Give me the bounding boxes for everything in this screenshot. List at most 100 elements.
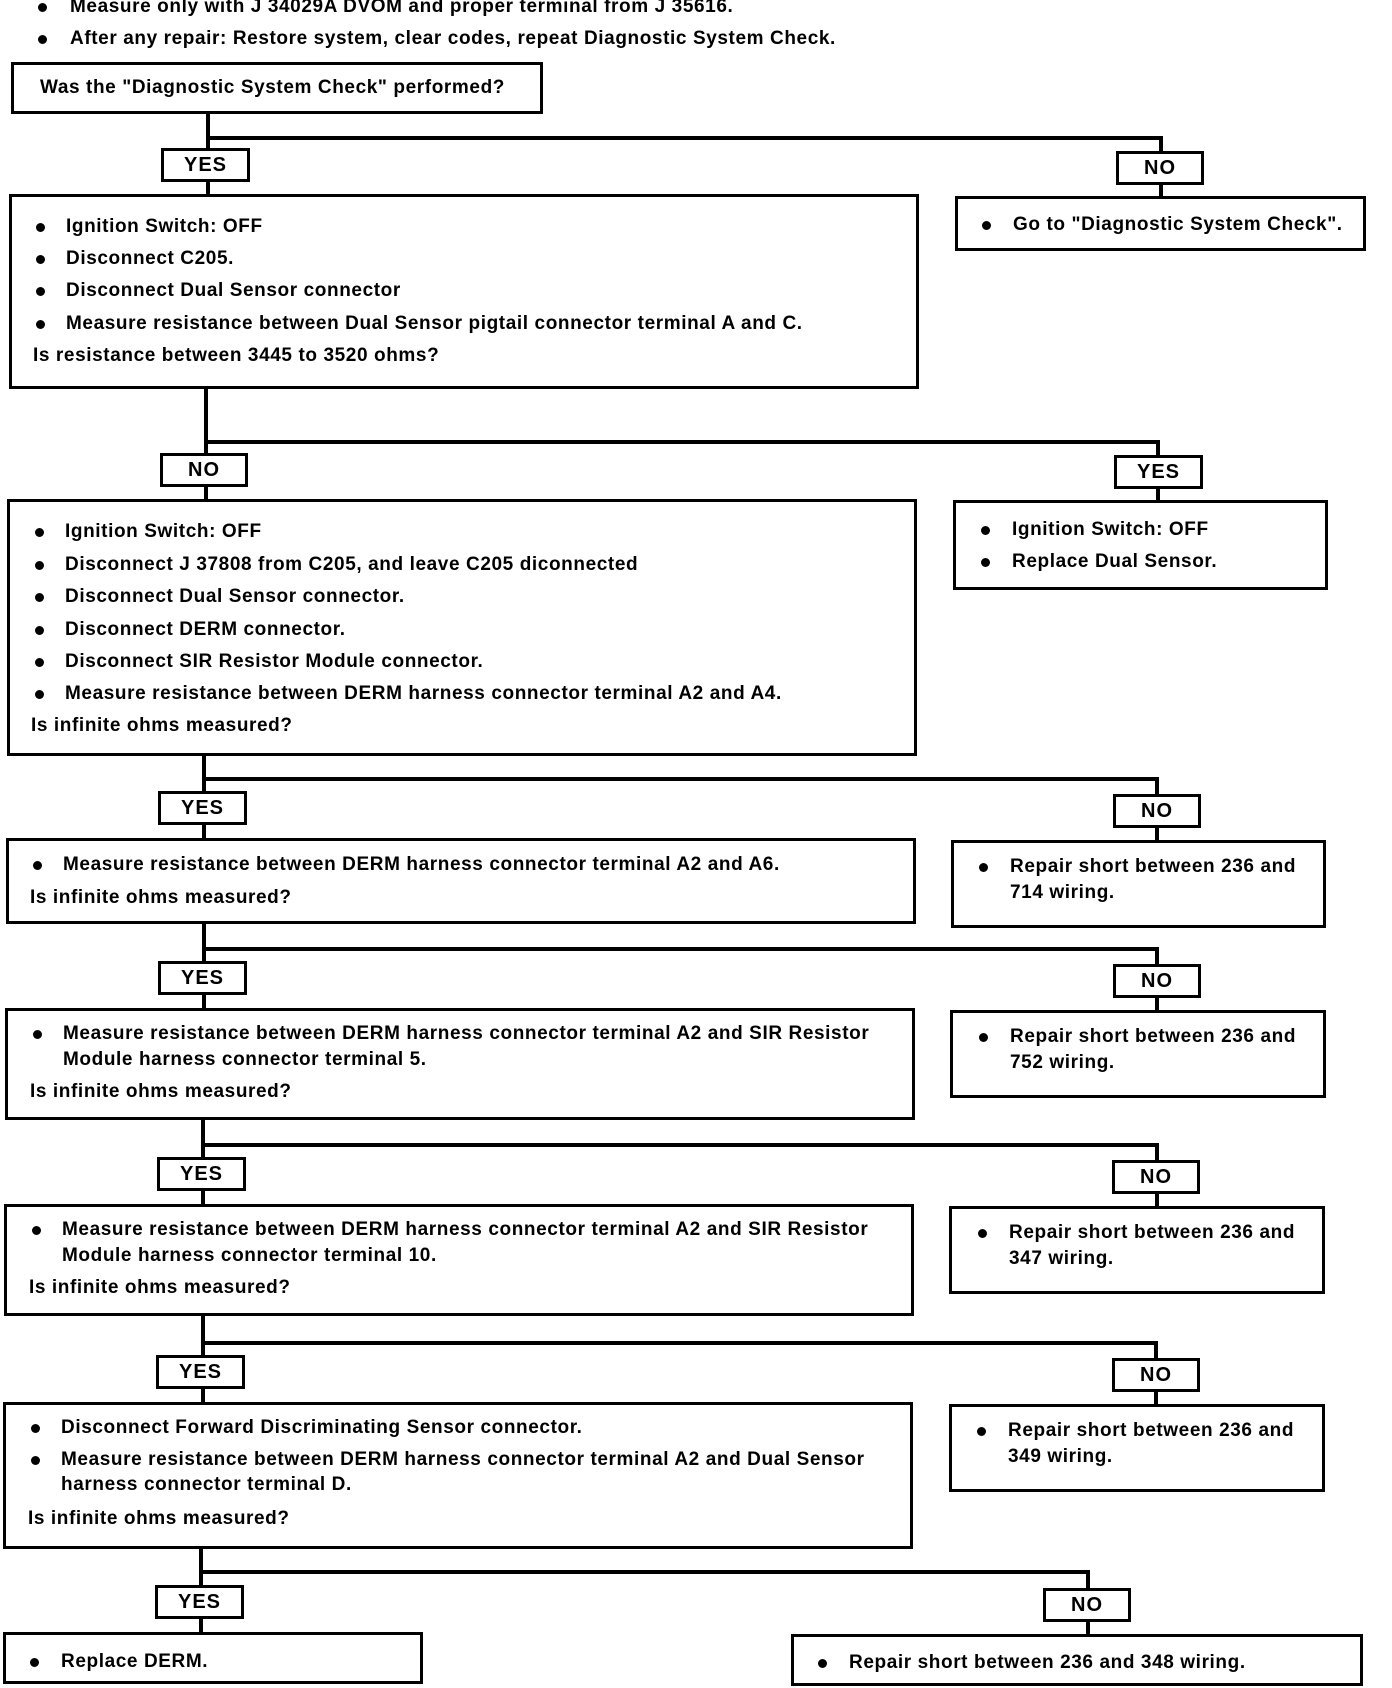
step-3-side-text: Repair short between 236 and: [1010, 856, 1297, 877]
step-5-side-bullet: [978, 1229, 987, 1238]
connector: [1086, 1621, 1090, 1635]
connector: [202, 824, 206, 840]
step-6-box: [3, 1402, 913, 1549]
connector: [201, 1315, 205, 1359]
note-2: After any repair: Restore system, clear …: [70, 28, 836, 49]
connector: [201, 1119, 205, 1161]
final-yes-text: Replace DERM.: [61, 1651, 209, 1672]
connector: [1159, 136, 1163, 153]
connector: [1086, 1570, 1090, 1592]
note-1: Measure only with J 34029A DVOM and prop…: [70, 0, 734, 17]
step-1-side-box: [955, 196, 1366, 251]
connector: [206, 113, 210, 150]
connector: [199, 1570, 1090, 1574]
connector: [1156, 440, 1160, 457]
step-5-instruction: Module harness connector terminal 10.: [62, 1245, 437, 1266]
step-6-side-bullet: [977, 1427, 986, 1436]
connector: [199, 1548, 203, 1591]
connector: [206, 136, 1163, 140]
start-question: Was the "Diagnostic System Check" perfor…: [40, 77, 505, 98]
step-2-bullet: [35, 626, 44, 635]
yes-label: YES: [161, 148, 250, 182]
step-5-box: [4, 1204, 914, 1316]
connector: [204, 440, 1160, 444]
connector: [1155, 777, 1159, 797]
connector: [1155, 947, 1159, 967]
step-1-side-text: Go to "Diagnostic System Check".: [1013, 214, 1343, 235]
yes-label: YES: [1114, 455, 1203, 489]
step-4-side-text: Repair short between 236 and: [1010, 1026, 1297, 1047]
note-bullet-2: [38, 35, 47, 44]
yes-label: YES: [157, 1157, 246, 1191]
connector: [206, 181, 210, 195]
yes-label: YES: [155, 1585, 244, 1619]
step-2-box: [7, 499, 917, 756]
connector: [1155, 1143, 1159, 1163]
connector: [201, 1388, 205, 1404]
connector: [201, 1190, 205, 1206]
step-4-bullet: [33, 1030, 42, 1039]
step-1-question: Is resistance between 3445 to 3520 ohms?: [33, 345, 440, 366]
step-2-bullet: [35, 528, 44, 537]
step-2-side-bullet: [981, 526, 990, 535]
step-6-side-text: 349 wiring.: [1008, 1446, 1113, 1467]
connector: [204, 388, 208, 454]
connector: [1156, 488, 1160, 502]
step-4-question: Is infinite ohms measured?: [30, 1081, 292, 1102]
no-label: NO: [1113, 964, 1201, 998]
step-5-side-text: Repair short between 236 and: [1009, 1222, 1296, 1243]
step-6-bullet: [31, 1456, 40, 1465]
step-3-side-bullet: [979, 863, 988, 872]
connector: [199, 1618, 203, 1634]
step-2-side-box: [953, 500, 1328, 590]
connector: [1154, 1391, 1158, 1405]
yes-label: YES: [158, 791, 247, 825]
step-1-instruction: Disconnect Dual Sensor connector: [66, 280, 401, 301]
step-3-question: Is infinite ohms measured?: [30, 887, 292, 908]
step-1-bullet: [36, 255, 45, 264]
connector: [202, 755, 206, 795]
step-5-question: Is infinite ohms measured?: [29, 1277, 291, 1298]
no-label: NO: [1113, 794, 1201, 828]
connector: [202, 777, 1159, 781]
step-2-bullet: [35, 690, 44, 699]
step-6-side-text: Repair short between 236 and: [1008, 1420, 1295, 1441]
step-2-instruction: Disconnect J 37808 from C205, and leave …: [65, 554, 639, 575]
step-1-bullet: [36, 287, 45, 296]
connector: [1159, 184, 1163, 198]
step-2-bullet: [35, 593, 44, 602]
step-2-bullet: [35, 561, 44, 570]
step-3-side-box: [951, 840, 1326, 928]
step-5-instruction: Measure resistance between DERM harness …: [62, 1219, 869, 1240]
step-6-instruction: Disconnect Forward Discriminating Sensor…: [61, 1417, 583, 1438]
step-1-side-bullet: [982, 221, 991, 230]
step-1-instruction: Ignition Switch: OFF: [66, 216, 263, 237]
step-1-box: [9, 194, 919, 389]
step-6-question: Is infinite ohms measured?: [28, 1508, 290, 1529]
step-3-instruction: Measure resistance between DERM harness …: [63, 854, 780, 875]
step-4-instruction: Measure resistance between DERM harness …: [63, 1023, 870, 1044]
no-label: NO: [1116, 151, 1204, 185]
step-5-bullet: [32, 1226, 41, 1235]
step-2-instruction: Ignition Switch: OFF: [65, 521, 262, 542]
connector: [202, 923, 206, 965]
final-no-bullet: [818, 1659, 827, 1668]
no-label: NO: [160, 453, 248, 487]
step-2-side-text: Ignition Switch: OFF: [1012, 519, 1209, 540]
final-yes-box: [3, 1632, 423, 1684]
step-6-bullet: [31, 1424, 40, 1433]
connector: [1155, 1193, 1159, 1207]
step-1-instruction: Measure resistance between Dual Sensor p…: [66, 313, 803, 334]
final-no-text: Repair short between 236 and 348 wiring.: [849, 1652, 1246, 1673]
step-2-instruction: Disconnect Dual Sensor connector.: [65, 586, 405, 607]
final-yes-bullet: [30, 1658, 39, 1667]
start-question-box: Was the "Diagnostic System Check" perfor…: [11, 62, 543, 114]
step-1-bullet: [36, 320, 45, 329]
connector: [1154, 1341, 1158, 1361]
step-4-side-text: 752 wiring.: [1010, 1052, 1115, 1073]
connector: [1155, 997, 1159, 1011]
no-label: NO: [1112, 1358, 1200, 1392]
connector: [202, 994, 206, 1010]
step-4-instruction: Module harness connector terminal 5.: [63, 1049, 427, 1070]
step-2-instruction: Disconnect DERM connector.: [65, 619, 346, 640]
